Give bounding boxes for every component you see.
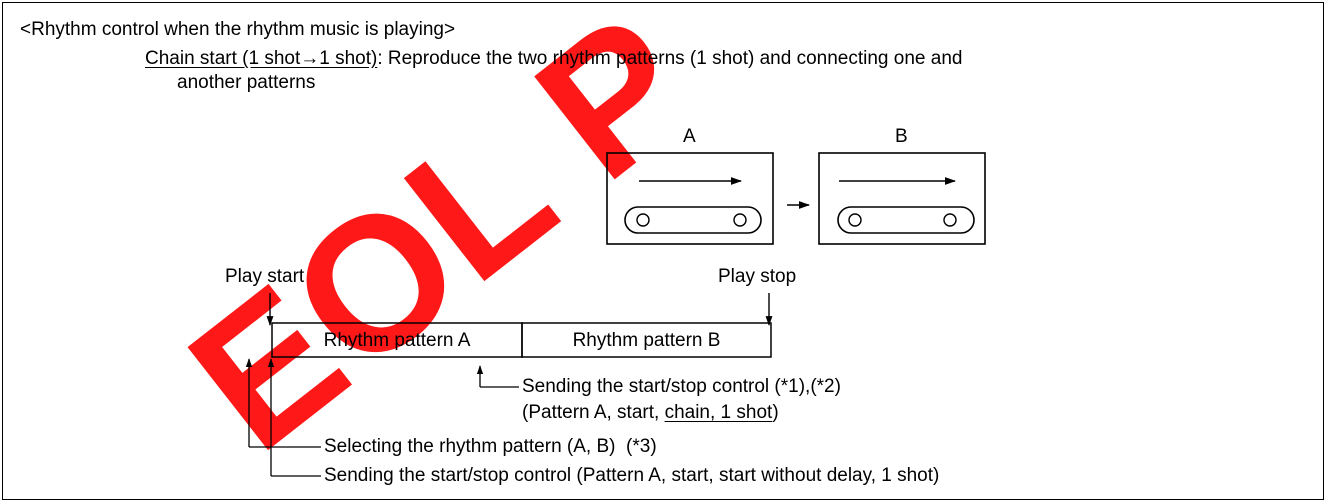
cassette-a — [606, 152, 774, 245]
leader-note3 — [245, 358, 321, 448]
pattern-b-label: Rhythm pattern B — [572, 330, 721, 351]
diagram-lines — [245, 152, 986, 477]
chain-desc-line2: another patterns — [177, 72, 316, 93]
chain-description: Chain start (1 shot→1 shot): Reproduce t… — [145, 47, 962, 71]
note2-suffix: ) — [772, 402, 779, 423]
leader-note4 — [267, 358, 321, 477]
note-start-without-delay: Sending the start/stop control (Pattern … — [324, 465, 940, 486]
play-start-label: Play start — [225, 266, 305, 287]
chain-title: Chain start (1 shot→1 shot) — [145, 48, 378, 69]
cassette-a-label: A — [683, 126, 696, 147]
note-start-stop-chain: Sending the start/stop control (*1),(*2) — [522, 376, 841, 397]
leader-note1 — [476, 365, 519, 388]
note2-underlined: chain, 1 shot — [664, 402, 773, 423]
cassette-b-label: B — [895, 126, 908, 147]
pattern-b-box — [521, 322, 772, 358]
cassette-b — [818, 152, 986, 245]
play-stop-label: Play stop — [718, 266, 797, 287]
note-pattern-a-chain: (Pattern A, start, chain, 1 shot) — [522, 401, 779, 425]
note2-prefix: (Pattern A, start, — [522, 402, 665, 423]
note3-ref: (*3) — [626, 436, 657, 457]
note-select-pattern: Selecting the rhythm pattern (A, B) (*3) — [324, 435, 657, 459]
note3-main: Selecting the rhythm pattern (A, B) — [324, 436, 616, 457]
heading: <Rhythm control when the rhythm music is… — [20, 19, 456, 40]
pattern-a-label: Rhythm pattern A — [323, 330, 471, 351]
chain-desc-line1: : Reproduce the two rhythm patterns (1 s… — [377, 48, 963, 69]
